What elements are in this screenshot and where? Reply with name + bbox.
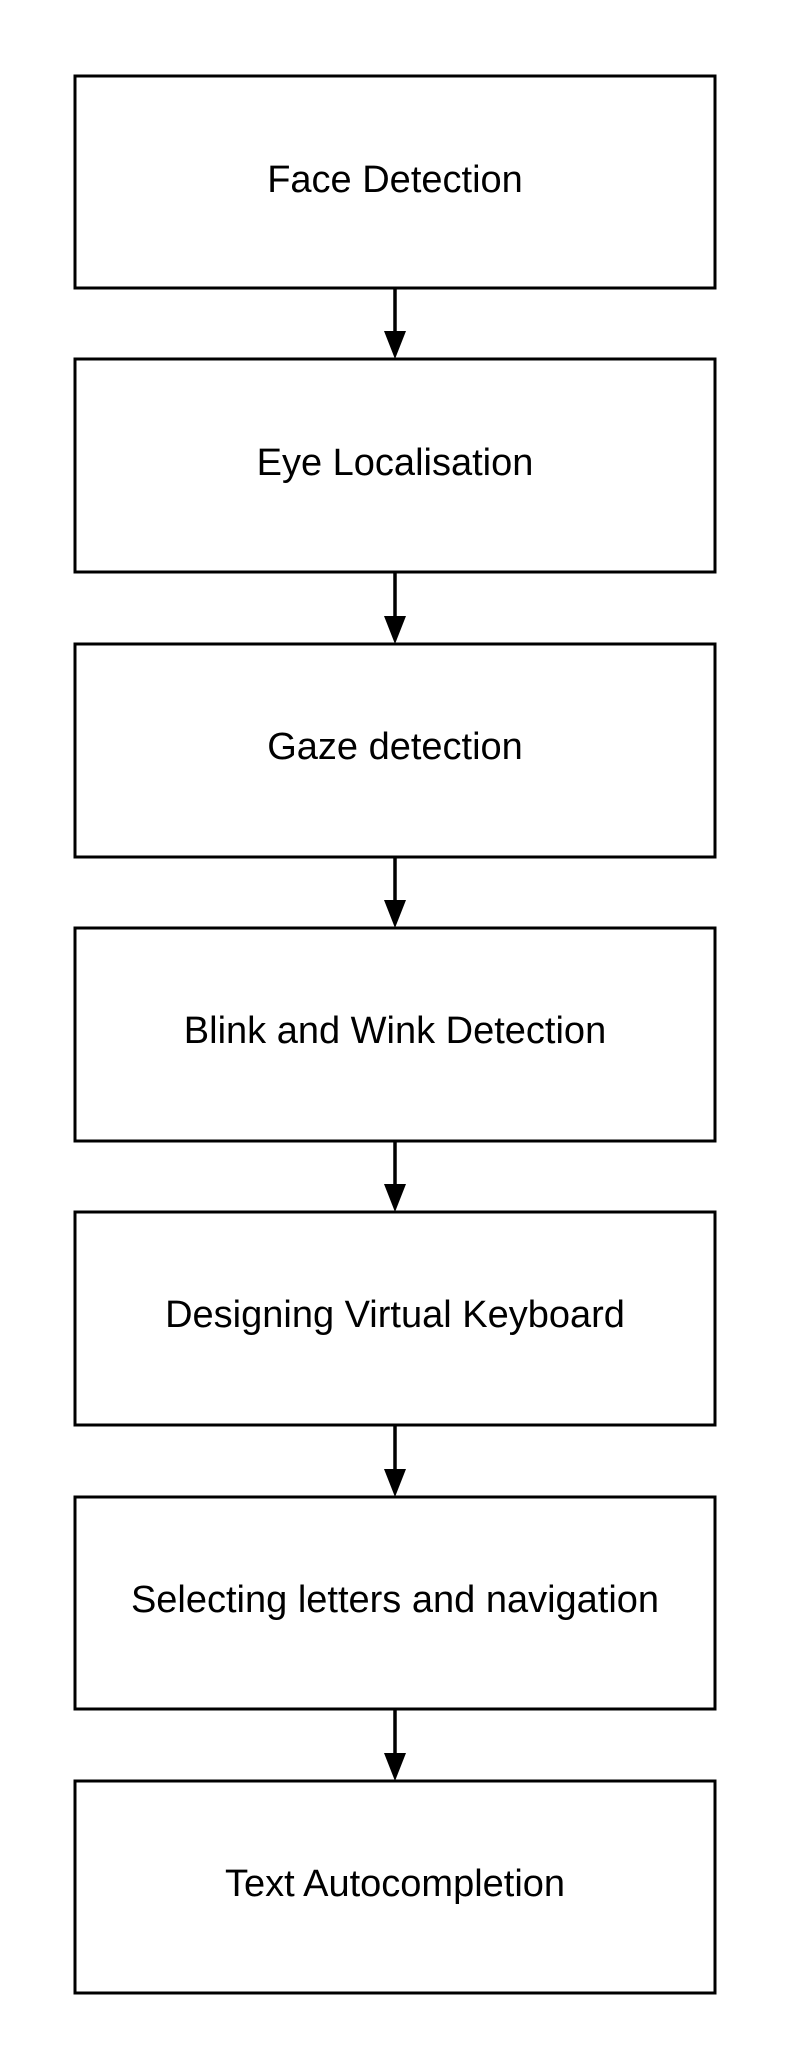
arrow-head — [384, 1753, 406, 1781]
step-label: Blink and Wink Detection — [184, 1010, 606, 1052]
step-node-eye-localisation: Eye Localisation — [73, 357, 717, 574]
step-node-selecting-letters: Selecting letters and navigation — [73, 1495, 717, 1711]
step-label: Eye Localisation — [257, 442, 534, 484]
arrow-head — [384, 900, 406, 928]
step-box — [73, 926, 717, 1143]
step-box — [73, 74, 717, 290]
arrow-head — [384, 331, 406, 359]
step-box — [73, 1779, 717, 1995]
connector-arrow — [384, 1425, 406, 1497]
arrow-head — [384, 1469, 406, 1497]
step-label: Gaze detection — [267, 726, 523, 768]
step-node-face-detection: Face Detection — [73, 74, 717, 290]
arrow-head — [384, 616, 406, 644]
step-node-text-autocompletion: Text Autocompletion — [73, 1779, 717, 1995]
step-label: Face Detection — [267, 159, 523, 201]
step-box — [73, 642, 717, 859]
connector-arrow — [384, 572, 406, 644]
step-node-virtual-keyboard: Designing Virtual Keyboard — [73, 1210, 717, 1427]
step-label: Selecting letters and navigation — [131, 1579, 659, 1621]
connector-arrow — [384, 1141, 406, 1212]
connector-arrow — [384, 288, 406, 359]
step-node-blink-wink-detection: Blink and Wink Detection — [73, 926, 717, 1143]
step-label: Text Autocompletion — [225, 1863, 565, 1905]
connector-arrow — [384, 1709, 406, 1781]
step-node-gaze-detection: Gaze detection — [73, 642, 717, 859]
step-label: Designing Virtual Keyboard — [165, 1294, 625, 1336]
connector-arrow — [384, 857, 406, 928]
arrow-head — [384, 1184, 406, 1212]
